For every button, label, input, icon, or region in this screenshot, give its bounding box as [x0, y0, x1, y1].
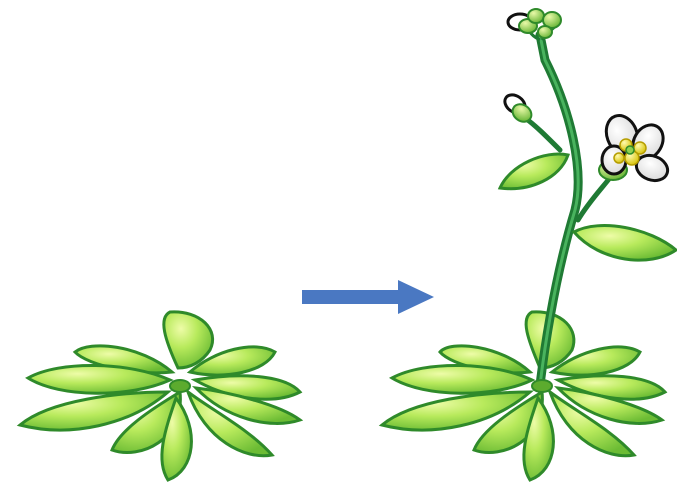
cauline-leaf — [574, 226, 676, 261]
flower-bud — [538, 26, 552, 38]
flower-anther — [614, 153, 624, 163]
side-branch — [578, 175, 612, 220]
flowering-plant — [382, 9, 676, 480]
side-bud — [501, 91, 534, 125]
cauline-leaf — [500, 154, 568, 189]
flower-pistil — [626, 146, 634, 154]
top-inflorescence — [508, 9, 561, 40]
rosette-plant — [20, 312, 300, 480]
flower-bud — [528, 9, 544, 23]
rosette-center — [170, 380, 190, 392]
open-flower — [599, 111, 671, 185]
rosette-center — [532, 380, 552, 392]
side-branch — [525, 118, 560, 150]
arrow-right-icon — [302, 280, 434, 314]
